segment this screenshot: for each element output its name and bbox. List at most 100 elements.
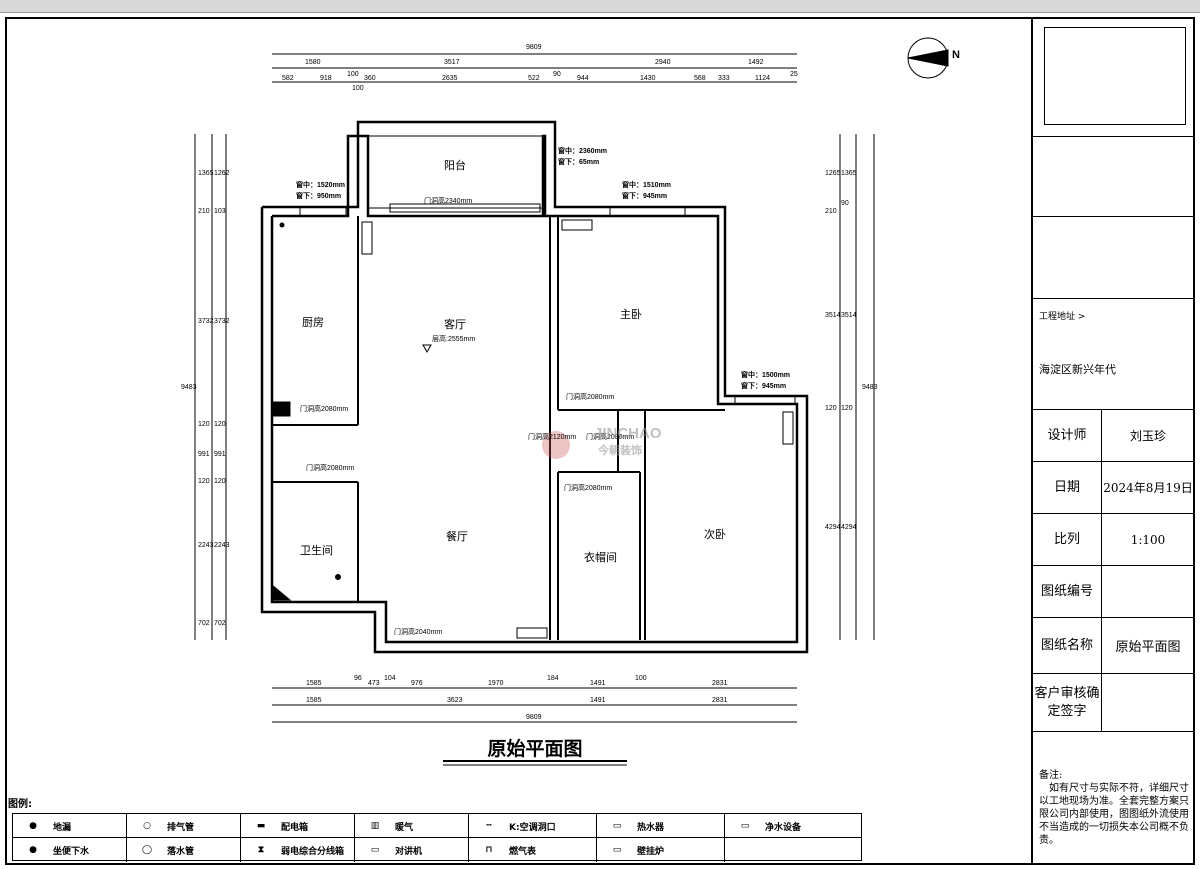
title-block-date: 日期 2024年8月19日: [1033, 462, 1195, 514]
bath-fixture: [271, 583, 292, 601]
legend-item-ac-opening: ┅K:空调洞口: [469, 814, 597, 838]
drawing-no-label: 图纸编号: [1033, 566, 1102, 617]
dim-top-r2-0: 1580: [305, 59, 321, 66]
legend-label-9: 弱电综合分线箱: [281, 846, 345, 857]
dim-left-a-2: 3732: [198, 318, 214, 325]
door-label-kitchen: 门洞高2080mm: [300, 406, 349, 413]
drawing-no-value: [1101, 566, 1195, 617]
notes-title: 备注:: [1039, 770, 1063, 781]
legend-item-water-purifier: ▭净水设备: [725, 814, 861, 838]
company-logo-placeholder: [1044, 27, 1186, 125]
downpipe-icon: ◯: [141, 845, 153, 855]
door-label-balcony: 门洞高2340mm: [424, 198, 473, 205]
watermark-logo: [542, 431, 570, 459]
ac-opening-icon: ┅: [486, 821, 492, 831]
watermark-brand: JINCHAO: [594, 425, 662, 442]
title-block-drawing-no: 图纸编号: [1033, 566, 1195, 618]
toilet-drain: [335, 574, 341, 580]
dim-left-a-1: 210: [198, 208, 210, 215]
dim-bot-r2-0: 1585: [306, 697, 322, 704]
client-sign-area: [1101, 674, 1195, 731]
dim-right-a-3: 120: [825, 405, 837, 412]
legend-label-2: 配电箱: [281, 822, 309, 833]
legend-label-8: 落水管: [167, 846, 195, 857]
window-note-balcony: 窗中：2360mm 窗下：65mm: [558, 146, 607, 168]
address-label: 工程地址 >: [1039, 312, 1086, 322]
dim-bot-r2-2: 1491: [590, 697, 606, 704]
dim-bot-r1-3: 104: [384, 675, 396, 682]
dim-left-a-6: 2243: [198, 542, 214, 549]
legend-item-water-heater: ▭热水器: [597, 814, 725, 838]
legend-label-0: 地漏: [53, 822, 72, 833]
title-block-blank-1: [1033, 137, 1195, 217]
dim-right-a-1: 210: [825, 208, 837, 215]
notes: 备注: 如有尺寸与实际不符，详细尺寸以工地现场为准。全套完整方案只限公司内部使用…: [1039, 769, 1193, 847]
legend-item-intercom: ▭ 对讲机: [355, 838, 469, 862]
dim-bot-r1-5: 1970: [488, 680, 504, 687]
dim-top-r3-4: 2635: [442, 75, 458, 82]
window-note-balcony-line2: 窗下：65mm: [558, 159, 600, 166]
window-note-second: 窗中：1500mm 窗下：945mm: [741, 370, 790, 392]
north-arrow-icon: [907, 37, 949, 79]
dim-bot-r1-2: 473: [368, 680, 380, 687]
door-label-master: 门洞高2080mm: [566, 394, 615, 401]
dim-left-b-7: 702: [214, 620, 226, 627]
door-label-closet: 门洞高2080mm: [564, 485, 613, 492]
window-note-kitchen-line2: 窗下：950mm: [296, 193, 342, 200]
legend-item-weak-current-box: ⧗弱电综合分线箱: [241, 838, 355, 862]
scale-value: 1:100: [1130, 532, 1166, 547]
legend-label-7: 坐便下水: [53, 846, 90, 857]
distribution-box-icon: ▬: [256, 821, 266, 831]
dim-left-b-3: 120: [214, 421, 226, 428]
window-note-kitchen: 窗中：1520mm 窗下：950mm: [296, 180, 345, 202]
vent-pipe-icon: ○: [143, 821, 151, 831]
legend-title: 图例:: [8, 799, 32, 810]
scale-label: 比列: [1033, 514, 1102, 565]
dim-bot-total: 9809: [526, 714, 542, 721]
window-note-second-line2: 窗下：945mm: [741, 383, 787, 390]
watermark-cn: 今朝装饰: [598, 445, 642, 457]
bottom-dimension-lines: [272, 687, 797, 723]
dim-top-r2-3: 1492: [748, 59, 764, 66]
floor-plan-drawing: [194, 37, 949, 766]
legend-label-11: 燃气表: [509, 846, 537, 857]
dim-top-r3-0: 582: [282, 75, 294, 82]
dim-top-r3-6: 90: [553, 71, 561, 78]
date-label: 日期: [1033, 462, 1102, 513]
dim-top-r3-3: 360: [364, 75, 376, 82]
exterior-walls: [260, 120, 809, 654]
legend-item-vent-pipe: ○排气管: [127, 814, 241, 838]
legend-grid: ● 地漏 ○排气管 ▬ 配电箱 ▥ 暖气 ┅K:空调洞口 ▭热水器 ▭净水设备 ● 坐便…: [12, 813, 862, 862]
window-note-second-line1: 窗中：1500mm: [741, 372, 791, 379]
drawing-sheet-border: [5, 17, 1195, 865]
legend-item-downpipe: ◯ 落水管: [127, 838, 241, 862]
drain-circle: [279, 222, 285, 228]
intercom-icon: ▭: [370, 845, 380, 855]
dim-top-r3-7: 944: [577, 75, 589, 82]
dim-right-a-0: 1265: [825, 170, 841, 177]
dim-right-b-0: 1365: [841, 170, 857, 177]
dim-top-r3-8: 1430: [640, 75, 656, 82]
room-second-label: 次卧: [704, 528, 726, 541]
door-label-bath: 门洞高2080mm: [306, 465, 355, 472]
drawing-title: 原始平面图: [487, 738, 583, 760]
door-label-entry: 门洞高2040mm: [394, 629, 443, 636]
room-kitchen-label: 厨房: [302, 316, 324, 329]
left-dimension-lines: [194, 134, 227, 640]
legend: 图例: ● 地漏 ○排气管 ▬ 配电箱 ▥ 暖气 ┅K:空调洞口 ▭热水器 ▭净水设备…: [8, 795, 862, 863]
legend-label-10: 对讲机: [395, 846, 423, 857]
title-block-logo-row: [1033, 17, 1195, 137]
dim-top-r2-1: 3517: [444, 59, 460, 66]
floor-drain-icon: ●: [29, 821, 37, 831]
dim-left-a-4: 991: [198, 451, 210, 458]
door-label-center: 门洞高2120mm: [528, 434, 577, 441]
dim-top-total: 9809: [526, 44, 542, 51]
radiator-icon: ▥: [370, 821, 380, 831]
legend-label-3: 暖气: [395, 822, 414, 833]
window-note-kitchen-line1: 窗中：1520mm: [296, 182, 346, 189]
door-label-second: 门洞高2080mm: [586, 434, 635, 441]
dim-right-b-4: 4294: [841, 524, 857, 531]
legend-item-distribution-box: ▬ 配电箱: [241, 814, 355, 838]
dim-right-b-1: 90: [841, 200, 849, 207]
toilet-drain-icon: ●: [29, 845, 37, 855]
